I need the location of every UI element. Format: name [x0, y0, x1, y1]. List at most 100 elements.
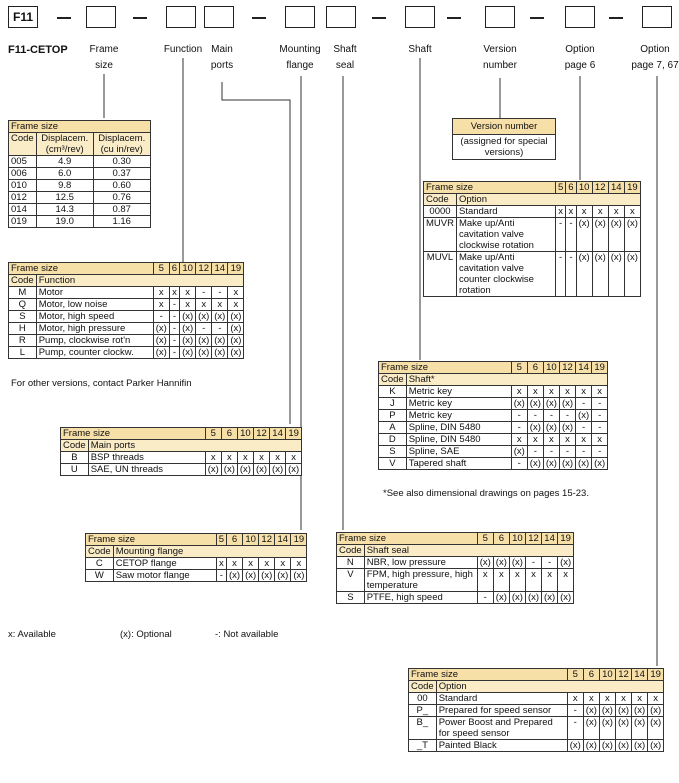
- separator-dash: [447, 17, 461, 19]
- label-function: Function: [163, 44, 203, 55]
- table-cell: 0.76: [92, 191, 151, 204]
- availability-cell: (x): [226, 569, 244, 582]
- row-name: Motor, high speed: [35, 310, 154, 323]
- availability-cell: (x): [492, 591, 510, 604]
- column-header: Mounting flange: [112, 545, 308, 558]
- row-name: Standard: [435, 692, 568, 705]
- row-name: PTFE, high speed: [363, 591, 478, 604]
- availability-cell: (x): [204, 463, 222, 476]
- table-cell: 14.3: [35, 203, 94, 216]
- table-cell: 010: [8, 179, 37, 192]
- table-title: Frame size: [336, 532, 478, 545]
- availability-cell: (x): [647, 716, 665, 740]
- availability-cell: (x): [227, 346, 245, 359]
- table-cell: 1.16: [92, 215, 151, 228]
- availability-cell: -: [575, 421, 593, 434]
- availability-cell: x: [285, 451, 303, 464]
- code-header: Code: [423, 193, 457, 206]
- code-box-shaft: [405, 6, 435, 28]
- availability-cell: -: [168, 346, 181, 359]
- row-name: Metric key: [405, 397, 512, 410]
- availability-cell: -: [524, 556, 543, 569]
- frame-size-header: 12: [558, 361, 577, 374]
- model-title: F11-CETOP: [8, 44, 68, 56]
- row-code: N: [336, 556, 365, 569]
- table-cell: 014: [8, 203, 37, 216]
- row-name: Motor: [35, 286, 154, 299]
- availability-cell: x: [274, 557, 292, 570]
- table-title: Frame size: [8, 120, 151, 133]
- row-code: K: [378, 385, 407, 398]
- frame-size-header: 5: [566, 668, 584, 681]
- frame-size-header: 12: [252, 427, 271, 440]
- availability-cell: (x): [152, 334, 170, 347]
- availability-cell: x: [152, 286, 170, 299]
- frame-size-header: 19: [290, 533, 308, 546]
- availability-cell: -: [566, 716, 584, 740]
- row-name: NBR, low pressure: [363, 556, 478, 569]
- row-name: Saw motor flange: [112, 569, 217, 582]
- availability-cell: -: [566, 704, 584, 717]
- availability-cell: -: [541, 556, 559, 569]
- availability-cell: (x): [607, 251, 625, 297]
- code-box-frame: [86, 6, 116, 28]
- frame-size-header: 12: [524, 532, 543, 545]
- availability-cell: (x): [542, 457, 560, 470]
- availability-cell: x: [290, 557, 308, 570]
- availability-cell: -: [591, 421, 609, 434]
- availability-cell: (x): [524, 591, 543, 604]
- row-code: MUVL: [423, 251, 457, 297]
- availability-cell: (x): [566, 739, 584, 752]
- availability-cell: x: [575, 385, 593, 398]
- availability-cell: (x): [152, 346, 170, 359]
- row-code: V: [378, 457, 407, 470]
- availability-cell: -: [554, 217, 567, 252]
- availability-cell: -: [542, 409, 560, 422]
- availability-cell: (x): [227, 322, 245, 335]
- frame-size-header: 14: [541, 532, 559, 545]
- row-code: C: [85, 557, 114, 570]
- availability-cell: -: [565, 251, 577, 297]
- availability-cell: x: [168, 286, 181, 299]
- availability-cell: x: [558, 433, 577, 446]
- availability-cell: (x): [598, 716, 616, 740]
- row-code: MUVR: [423, 217, 457, 252]
- row-name: Prepared for speed sensor: [435, 704, 568, 717]
- availability-cell: x: [227, 298, 245, 311]
- legend-optional: (x): Optional: [120, 629, 172, 640]
- row-code: 00: [408, 692, 437, 705]
- row-name: Pump, clockwise rot'n: [35, 334, 154, 347]
- availability-cell: (x): [179, 346, 197, 359]
- column-header: Shaft seal: [363, 544, 575, 557]
- row-name: Metric key: [405, 385, 512, 398]
- availability-cell: -: [591, 445, 609, 458]
- availability-cell: (x): [598, 739, 616, 752]
- frame-size-header: 6: [168, 262, 181, 275]
- table-title: Frame size: [8, 262, 154, 275]
- legend-available: x: Available: [8, 629, 56, 640]
- row-code: P_: [408, 704, 437, 717]
- code-header: Code: [378, 373, 407, 386]
- availability-cell: (x): [508, 556, 526, 569]
- availability-cell: (x): [510, 397, 528, 410]
- availability-cell: (x): [220, 463, 238, 476]
- row-code: S: [8, 310, 37, 323]
- frame-size-header: 10: [179, 262, 197, 275]
- availability-cell: (x): [211, 334, 229, 347]
